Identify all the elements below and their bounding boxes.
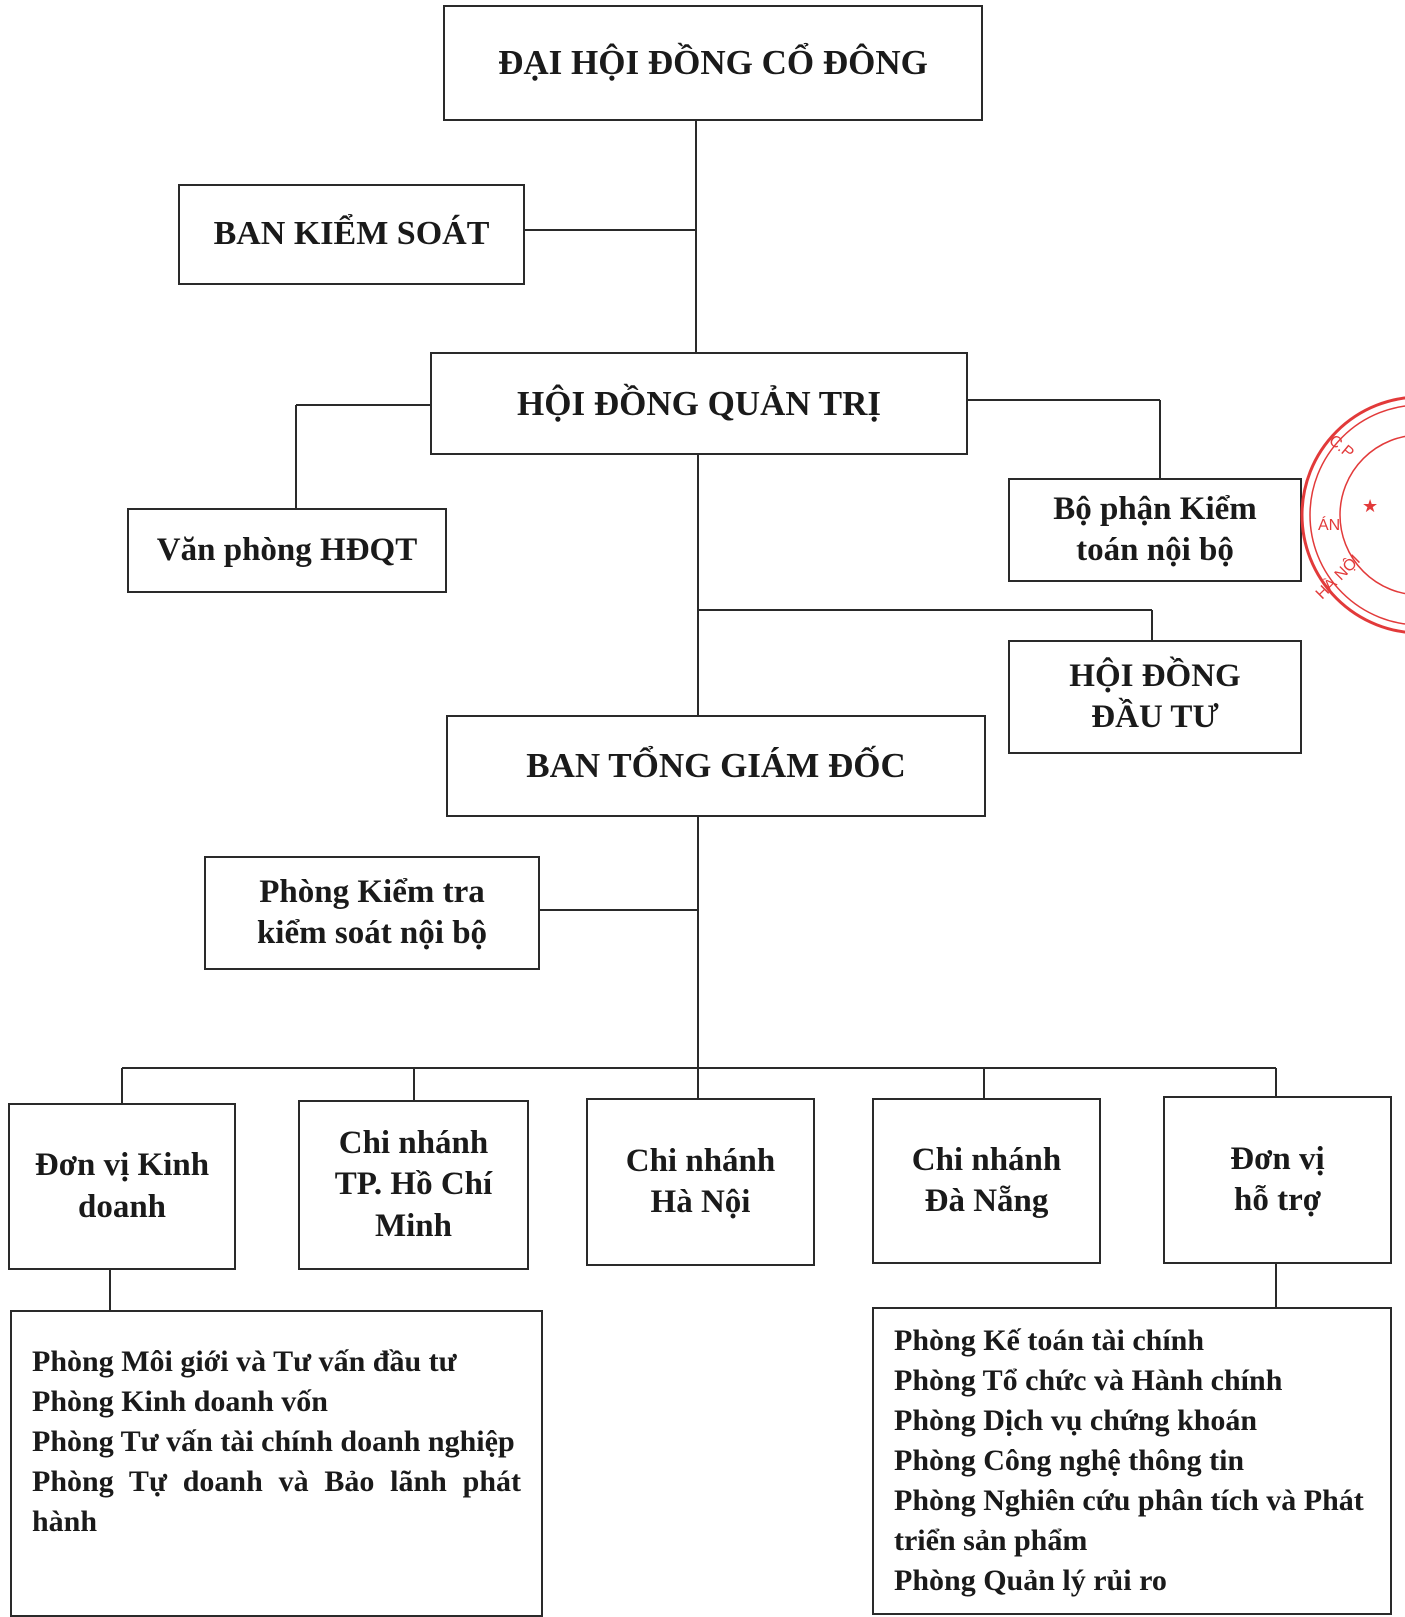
node-don-vi-kinh-doanh: Đơn vị Kinh doanh bbox=[8, 1103, 236, 1270]
list-item: Phòng Tự doanh và Bảo lãnh phát hành bbox=[32, 1465, 521, 1538]
node-phong-kiem-tra-kiem-soat-noi-bo: Phòng Kiểm tra kiểm soát nội bộ bbox=[204, 856, 540, 970]
node-bo-phan-kiem-toan-noi-bo: Bộ phận Kiểm toán nội bộ bbox=[1008, 478, 1302, 582]
svg-text:★: ★ bbox=[1362, 496, 1378, 517]
company-seal-stamp: C.P ÁN ★ HÀ NỘI bbox=[1300, 396, 1405, 634]
list-item: Phòng Môi giới và Tư vấn đầu tư bbox=[32, 1345, 457, 1378]
list-item: Phòng Quản lý rủi ro bbox=[894, 1564, 1167, 1597]
node-van-phong-hdqt: Văn phòng HĐQT bbox=[127, 508, 447, 593]
list-item: Phòng Kế toán tài chính bbox=[894, 1324, 1205, 1357]
list-item: Phòng Dịch vụ chứng khoán bbox=[894, 1404, 1258, 1437]
node-chi-nhanh-ha-noi: Chi nhánh Hà Nội bbox=[586, 1098, 815, 1266]
node-ban-kiem-soat: BAN KIỂM SOÁT bbox=[178, 184, 525, 285]
list-item: Phòng Kinh doanh vốn bbox=[32, 1385, 328, 1418]
node-ban-tong-giam-doc: BAN TỔNG GIÁM ĐỐC bbox=[446, 715, 986, 817]
ho-tro-department-list: Phòng Kế toán tài chính Phòng Tổ chức và… bbox=[872, 1307, 1392, 1615]
node-chi-nhanh-da-nang: Chi nhánh Đà Nẵng bbox=[872, 1098, 1101, 1264]
node-dai-hoi-dong-co-dong: ĐẠI HỘI ĐỒNG CỔ ĐÔNG bbox=[443, 5, 983, 121]
list-item: Phòng Tổ chức và Hành chính bbox=[894, 1364, 1283, 1397]
node-hoi-dong-dau-tu: HỘI ĐỒNG ĐẦU TƯ bbox=[1008, 640, 1302, 754]
node-chi-nhanh-tp-ho-chi-minh: Chi nhánh TP. Hồ Chí Minh bbox=[298, 1100, 529, 1270]
list-item: Phòng Tư vấn tài chính doanh nghiệp bbox=[32, 1425, 515, 1458]
svg-text:ÁN: ÁN bbox=[1318, 515, 1340, 534]
list-item: Phòng Nghiên cứu phân tích và Phát triển… bbox=[894, 1484, 1364, 1557]
node-hoi-dong-quan-tri: HỘI ĐỒNG QUẢN TRỊ bbox=[430, 352, 968, 455]
node-don-vi-ho-tro: Đơn vị hỗ trợ bbox=[1163, 1096, 1392, 1264]
kinh-doanh-department-list: Phòng Môi giới và Tư vấn đầu tư Phòng Ki… bbox=[10, 1310, 543, 1617]
list-item: Phòng Công nghệ thông tin bbox=[894, 1444, 1245, 1477]
